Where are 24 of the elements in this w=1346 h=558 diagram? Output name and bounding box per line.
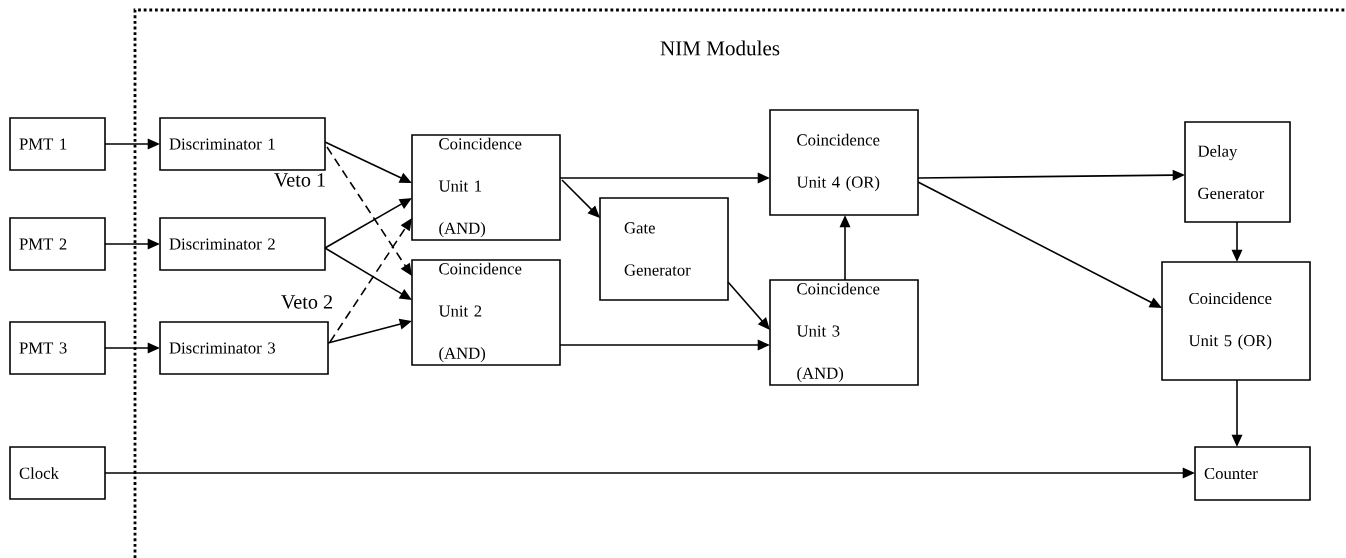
block-box: Coincidence Unit 2 (AND) xyxy=(411,259,561,366)
block-box: Coincidence Unit 1 (AND) xyxy=(411,134,561,241)
block-box: Gate Generator xyxy=(599,197,729,301)
block-box: Discriminator 3 xyxy=(159,321,329,375)
block-box: Coincidence Unit 5 (OR) xyxy=(1161,261,1311,381)
edge-label: Veto 2 xyxy=(280,294,334,310)
arrow xyxy=(324,198,412,249)
block-box: PMT 1 xyxy=(9,117,106,171)
arrow xyxy=(324,247,412,300)
block-box: Delay Generator xyxy=(1184,121,1291,223)
edge-label: Veto 1 xyxy=(273,172,327,188)
block-box: Clock xyxy=(9,446,106,500)
region-title: NIM Modules xyxy=(660,40,780,56)
block-box: Discriminator 2 xyxy=(159,217,326,271)
block-box: Coincidence Unit 3 (AND) xyxy=(769,279,919,386)
block-box: PMT 3 xyxy=(9,321,106,375)
arrow xyxy=(561,179,600,218)
arrow xyxy=(326,146,412,276)
block-box: PMT 2 xyxy=(9,217,106,271)
arrow xyxy=(329,218,412,343)
block-box: Discriminator 1 xyxy=(159,117,326,171)
block-box: Coincidence Unit 4 (OR) xyxy=(769,109,919,216)
block-box: Counter xyxy=(1194,446,1311,501)
arrow xyxy=(727,281,770,330)
